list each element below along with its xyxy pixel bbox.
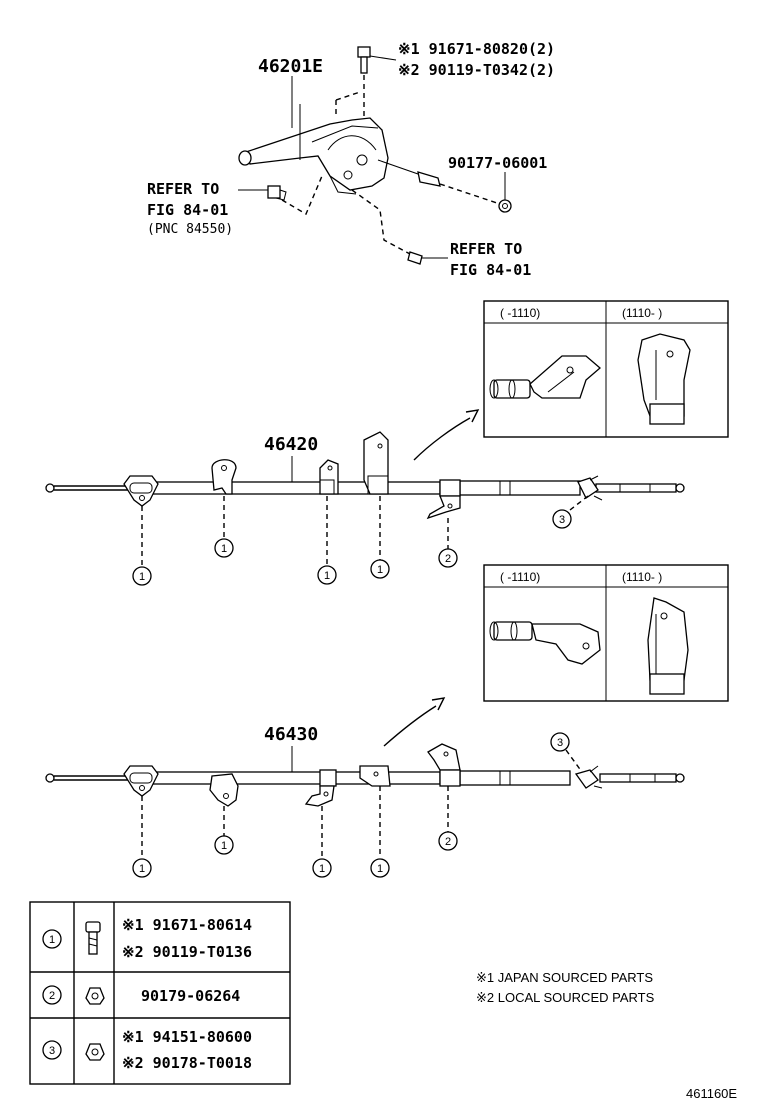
cable1-callout-5: 2 <box>438 548 458 568</box>
legend-row-2: 2 90179-06264 <box>42 985 240 1005</box>
cable1-callout-6: 3 <box>552 509 572 529</box>
svg-text:2: 2 <box>445 836 451 848</box>
inset2-new-bracket <box>647 597 689 695</box>
nut-icon <box>85 1043 105 1061</box>
svg-text:1: 1 <box>377 564 383 576</box>
inset1-right-header: (1110- ) <box>622 306 662 320</box>
note-japan-sourced: ※1 JAPAN SOURCED PARTS <box>476 970 653 985</box>
refer-right-line-2: FIG 84-01 <box>450 261 531 279</box>
cable1-callout-3: 1 <box>317 565 337 585</box>
bolt-note-1: ※1 91671-80820(2) <box>398 40 555 58</box>
svg-text:1: 1 <box>319 863 325 875</box>
legend-row-3-line-2: ※2 90178-T0018 <box>122 1054 252 1072</box>
inset1-left-header: ( -1110) <box>500 306 540 320</box>
inset2-right-header: (1110- ) <box>622 570 662 584</box>
cable1-bracket <box>426 479 461 520</box>
svg-text:3: 3 <box>557 737 563 749</box>
legend-table: 1 ※1 91671-80614 ※2 90119-T0136 2 90179-… <box>29 901 291 1085</box>
cable-46430: 46430 <box>45 724 685 878</box>
cable2-clamp-2 <box>209 773 239 807</box>
legend-row-2-line-1: 90179-06264 <box>141 987 240 1005</box>
cable1-part-number: 46420 <box>264 434 318 455</box>
nut-icon <box>498 199 512 213</box>
inset-box-2: ( -1110) (1110- ) <box>483 564 729 702</box>
cable1-callout-1: 1 <box>132 566 152 586</box>
cable1-sheath-2 <box>459 480 581 496</box>
cable2-clamp-4 <box>359 765 391 787</box>
nut-icon <box>85 987 105 1005</box>
cable2-clamp-1 <box>123 765 159 797</box>
legend-row-3: 3 ※1 94151-80600 ※2 90178-T0018 <box>42 1028 252 1072</box>
inset2-arrow-head <box>431 697 446 711</box>
svg-text:2: 2 <box>445 553 451 565</box>
svg-text:1: 1 <box>377 863 383 875</box>
cable1-callout-2: 1 <box>214 538 234 558</box>
legend-row-1-line-1: ※1 91671-80614 <box>122 916 252 934</box>
cable1-clamp-1 <box>123 475 159 507</box>
cable2-clamp-3 <box>304 769 337 807</box>
screw-dash-line <box>351 189 411 255</box>
cable2-sheath-2 <box>459 770 571 786</box>
inset2-old-bracket <box>489 621 601 665</box>
cable2-callout-6: 3 <box>550 732 570 752</box>
svg-text:1: 1 <box>324 570 330 582</box>
inset-box-1: ( -1110) (1110- ) <box>483 300 729 438</box>
cable-46420: 46420 <box>45 431 685 586</box>
cable2-callout-4: 1 <box>370 858 390 878</box>
svg-text:1: 1 <box>139 571 145 583</box>
legend-row-3-line-1: ※1 94151-80600 <box>122 1028 252 1046</box>
cable1-clamp-4 <box>363 431 389 495</box>
inset1-new-bracket <box>637 333 691 425</box>
cable2-callout-5: 2 <box>438 831 458 851</box>
svg-text:3: 3 <box>559 514 565 526</box>
screw-icon <box>407 251 448 265</box>
inset2-arrow <box>383 705 437 747</box>
cable2-callout-2: 1 <box>214 835 234 855</box>
cable2-end-nut <box>574 765 603 789</box>
cable1-sheath <box>149 481 441 495</box>
parking-brake-lever-group: 46201E ※1 91671-80820(2) ※2 90119-T0342(… <box>147 40 555 279</box>
inset1-old-bracket <box>489 355 601 399</box>
refer-left-pnc: (PNC 84550) <box>147 222 233 237</box>
nut-part-number: 90177-06001 <box>448 154 547 172</box>
cable2-sheath <box>149 771 441 785</box>
clip-dash-line <box>281 175 323 216</box>
lever-body <box>238 91 441 195</box>
legend-row-2-key: 2 <box>49 990 55 1002</box>
bolt-icon <box>85 921 101 955</box>
cable2-bracket <box>427 743 461 787</box>
legend-row-1: 1 ※1 91671-80614 ※2 90119-T0136 <box>42 916 252 961</box>
refer-left-line-2: FIG 84-01 <box>147 201 228 219</box>
inset1-arrow <box>413 417 471 461</box>
refer-left-line-1: REFER TO <box>147 180 219 198</box>
nut-dash-line <box>439 183 501 205</box>
figure-code: 461160E <box>686 1086 737 1101</box>
legend-row-1-key: 1 <box>49 934 55 946</box>
cable2-part-number: 46430 <box>264 724 318 745</box>
cable1-clamp-3 <box>319 459 339 495</box>
inset2-left-header: ( -1110) <box>500 570 540 584</box>
cable2-callout-1: 1 <box>132 858 152 878</box>
cable1-end-nut <box>577 475 603 501</box>
legend-row-1-line-2: ※2 90119-T0136 <box>122 943 252 961</box>
svg-text:1: 1 <box>221 840 227 852</box>
lever-part-number: 46201E <box>258 56 323 77</box>
bolt-note-2: ※2 90119-T0342(2) <box>398 61 555 79</box>
cable1-clamp-2 <box>211 459 237 495</box>
cable1-callout-4: 1 <box>370 559 390 579</box>
inset1-arrow-head <box>465 409 480 423</box>
clip-icon <box>267 185 287 201</box>
cable2-callout-3: 1 <box>312 858 332 878</box>
svg-text:1: 1 <box>139 863 145 875</box>
bolt-icon <box>357 46 397 74</box>
svg-text:1: 1 <box>221 543 227 555</box>
legend-row-3-key: 3 <box>49 1045 55 1057</box>
refer-right-line-1: REFER TO <box>450 240 522 258</box>
note-local-sourced: ※2 LOCAL SOURCED PARTS <box>476 990 655 1005</box>
